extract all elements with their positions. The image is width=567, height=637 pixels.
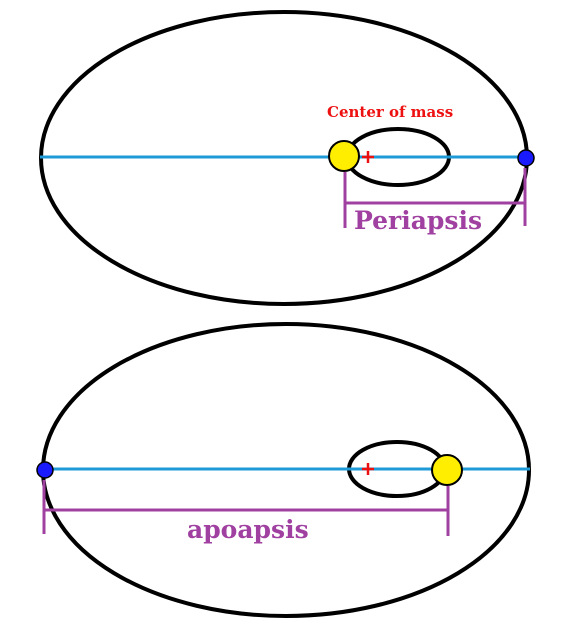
- apoapsis-bracket: [42, 480, 450, 536]
- center-of-mass-icon: [362, 151, 374, 163]
- apoapsis-panel: apoapsis: [36, 322, 531, 618]
- periapsis-panel: Center of mass Periapsis: [39, 10, 535, 306]
- periapsis-label: Periapsis: [354, 206, 482, 235]
- center-of-mass-label: Center of mass: [327, 103, 453, 121]
- apoapsis-label: apoapsis: [187, 515, 309, 544]
- periapsis-bracket: [343, 168, 527, 228]
- star-icon: [431, 454, 463, 486]
- planet-icon: [36, 461, 54, 479]
- center-of-mass-icon: [362, 463, 374, 475]
- planet-icon: [517, 149, 535, 167]
- star-icon: [328, 140, 360, 172]
